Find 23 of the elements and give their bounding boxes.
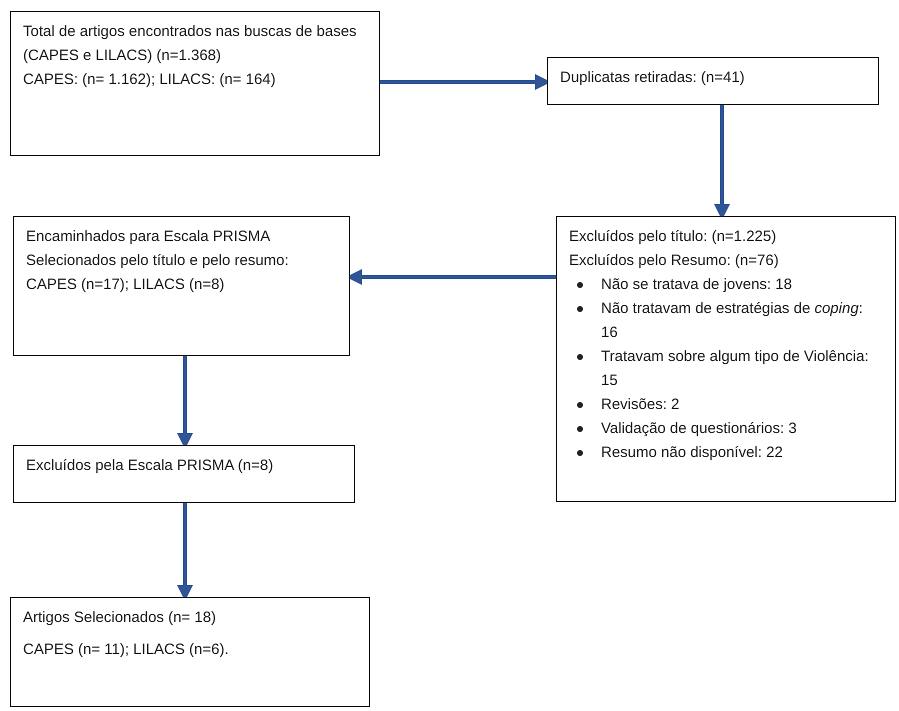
list-item: Revisões: 2 — [601, 395, 680, 415]
list-item: Tratavam sobre algum tipo de Violência: 15 — [601, 347, 870, 391]
box-text: CAPES (n=17); LILACS (n=8) — [26, 275, 226, 295]
box-text: Excluídos pelo Resumo: (n=76) — [569, 251, 780, 271]
box-heading: Excluídos pela Escala PRISMA (n=8) — [26, 456, 274, 476]
process-box — [13, 445, 355, 503]
box-text: Selecionados pelo título e pelo resumo: — [26, 251, 290, 271]
box-heading: Encaminhados para Escala PRISMA — [26, 227, 272, 247]
box-heading: Artigos Selecionados (n= 18) — [23, 608, 218, 628]
process-box — [10, 11, 380, 156]
process-box — [556, 216, 896, 502]
process-box — [13, 216, 350, 356]
box-text: CAPES: (n= 1.162); LILACS: (n= 164) — [23, 70, 277, 90]
box-heading: Duplicatas retiradas: (n=41) — [560, 68, 746, 88]
process-box — [10, 597, 370, 707]
box-text: CAPES (n= 11); LILACS (n=6). — [23, 640, 230, 660]
box-heading: Total de artigos encontrados nas buscas de bases (CAPES e LILACS) (n=1.368) — [23, 22, 358, 66]
list-item: Validação de questionários: 3 — [601, 419, 797, 439]
list-item: Não se tratava de jovens: 18 — [601, 275, 792, 295]
process-box — [547, 57, 879, 105]
box-heading: Excluídos pelo título: (n=1.225) — [569, 227, 778, 247]
list-item: Resumo não disponível: 22 — [601, 443, 783, 463]
list-item: Não tratavam de estratégias de coping: 16 — [601, 299, 864, 343]
